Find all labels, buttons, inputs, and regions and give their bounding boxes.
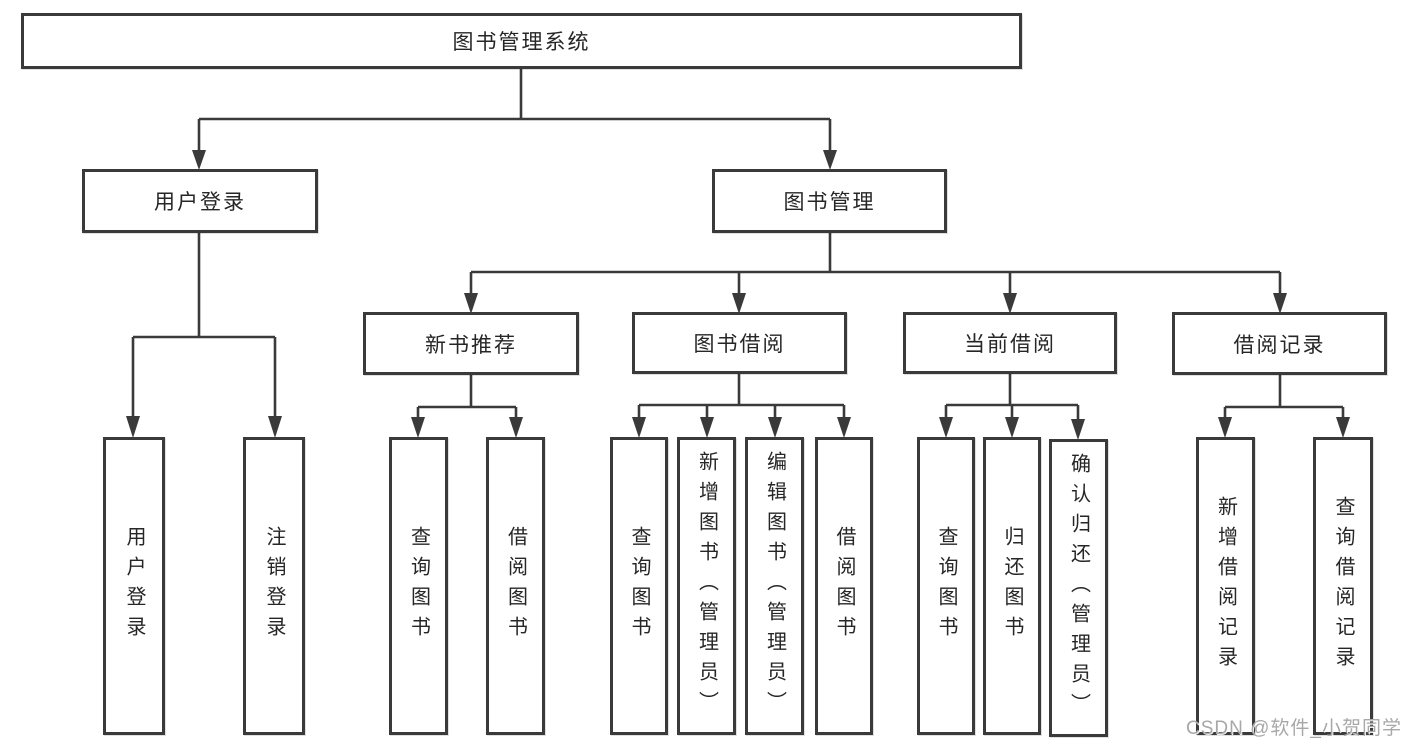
leaf-current-query-books: 查询图书 [917, 437, 975, 735]
node-book-borrow: 图书借阅 [632, 312, 847, 374]
node-user-login: 用户登录 [82, 169, 318, 233]
node-book-management: 图书管理 [712, 169, 947, 233]
leaf-current-return-books: 归还图书 [983, 437, 1041, 735]
node-new-book-recommend: 新书推荐 [363, 312, 579, 375]
leaf-newbook-query-books: 查询图书 [389, 437, 448, 735]
leaf-user-logout: 注销登录 [243, 437, 305, 735]
leaf-records-query-record: 查询借阅记录 [1313, 437, 1373, 735]
leaf-borrow-query-books: 查询图书 [610, 437, 668, 735]
leaf-newbook-borrow-books: 借阅图书 [486, 437, 545, 735]
node-current-borrow: 当前借阅 [903, 312, 1117, 374]
leaf-records-add-record: 新增借阅记录 [1196, 437, 1255, 735]
leaf-user-login: 用户登录 [103, 437, 165, 735]
csdn-watermark: CSDN @软件_小贺同学 [1186, 718, 1402, 739]
leaf-borrow-borrow-books: 借阅图书 [815, 437, 873, 735]
node-borrow-records: 借阅记录 [1172, 312, 1387, 375]
node-root-system: 图书管理系统 [21, 13, 1022, 69]
leaf-borrow-add-books-admin: 新增图书（管理员） [677, 437, 736, 735]
leaf-borrow-edit-books-admin: 编辑图书（管理员） [745, 437, 804, 735]
leaf-current-confirm-return-admin: 确认归还（管理员） [1049, 439, 1108, 737]
